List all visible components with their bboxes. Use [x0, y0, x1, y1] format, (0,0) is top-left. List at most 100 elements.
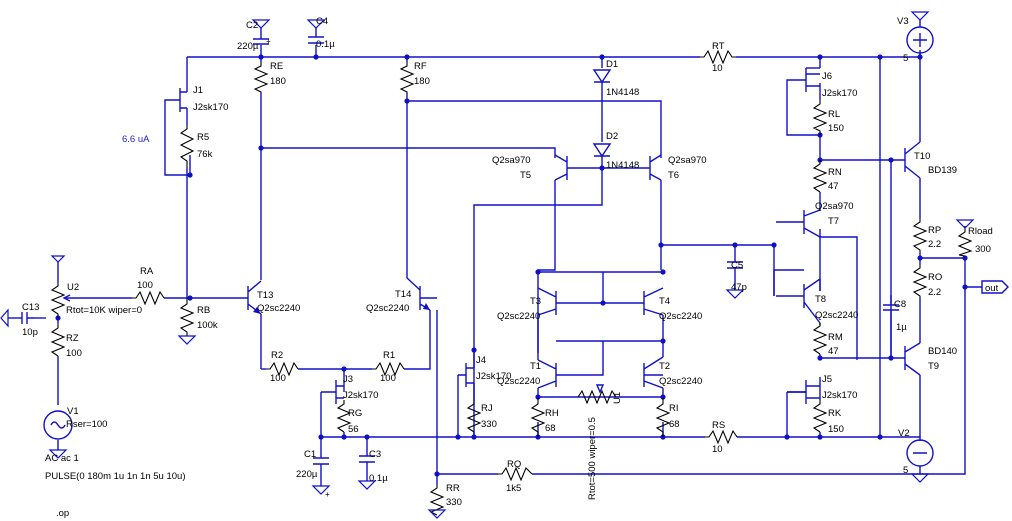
label-c8: C8	[894, 299, 906, 310]
resistor-ra	[132, 290, 165, 306]
label-c5-value: 47p	[731, 282, 747, 293]
resistor-rz	[50, 323, 66, 357]
label-c2-value: 220µ	[237, 41, 259, 52]
label-rs-value: 10	[712, 444, 723, 455]
label-t3-value: Q2sc2240	[497, 311, 540, 322]
label-rs: RS	[712, 420, 725, 431]
label-rf: RF	[414, 61, 427, 72]
voltage-source-v1	[43, 410, 73, 440]
label-c4-value: 0.1µ	[316, 39, 335, 50]
resistor-rg	[336, 400, 352, 433]
label-rj: RJ	[481, 403, 493, 414]
junctions	[55, 54, 968, 477]
resistor-rl	[812, 100, 828, 135]
label-c8-value: 1µ	[896, 322, 907, 333]
resistor-ri	[655, 398, 671, 437]
label-ro: RO	[928, 272, 942, 283]
label-v3-value: 5	[903, 53, 908, 64]
label-rm-value: 47	[828, 346, 839, 357]
label-rt: RT	[712, 41, 725, 52]
labels: C2 220µ C4 0.1µ J1 J2sk170 RE 180 RF 180…	[22, 16, 999, 519]
label-rr-value: 330	[446, 497, 462, 508]
label-c2: C2	[246, 20, 258, 31]
svg-text:+: +	[266, 37, 271, 46]
label-v2: V2	[898, 428, 910, 439]
label-j6: J6	[822, 71, 832, 82]
label-t9: T9	[928, 361, 939, 372]
label-rb: RB	[197, 305, 210, 316]
diodes	[592, 69, 612, 158]
label-j4: J4	[476, 355, 486, 366]
label-r2-value: 100	[270, 373, 286, 384]
label-t14: T14	[395, 289, 411, 300]
label-j3-value: J2sk170	[343, 390, 378, 401]
label-v2-value: 5	[903, 465, 908, 476]
label-rp: RP	[928, 225, 941, 236]
label-ac: AC ac 1	[45, 453, 79, 464]
resistor-rr	[429, 485, 445, 516]
label-c13: C13	[22, 302, 39, 313]
label-r2: R2	[271, 350, 283, 361]
label-current: 6.6 uA	[122, 134, 150, 145]
label-t6-value: Q2sa970	[668, 155, 707, 166]
label-rz-value: 100	[66, 348, 82, 359]
label-rn: RN	[828, 167, 842, 178]
label-rn-value: 47	[828, 181, 839, 192]
resistor-rf	[399, 62, 415, 93]
label-rt-value: 10	[712, 63, 723, 74]
label-ra-value: 100	[137, 280, 153, 291]
label-c13-value: 10p	[22, 327, 38, 338]
label-c4: C4	[316, 16, 328, 27]
label-ri: RI	[669, 403, 679, 414]
label-u2-value: Rtot=10K wiper=0	[66, 305, 142, 316]
label-d2-value: 1N4148	[606, 160, 639, 171]
label-rg: RG	[348, 408, 362, 419]
svg-text:+: +	[325, 490, 330, 499]
label-rr: RR	[446, 483, 460, 494]
label-t6: T6	[668, 170, 679, 181]
label-j3: J3	[343, 374, 353, 385]
label-re: RE	[270, 61, 283, 72]
resistor-rt	[700, 49, 736, 65]
label-t13-value: Q2sc2240	[257, 303, 300, 314]
label-t7-value: Q2sa970	[815, 201, 854, 212]
label-t1: T1	[530, 361, 541, 372]
label-v1: V1	[67, 406, 79, 417]
label-ri-value: 68	[669, 419, 680, 430]
resistor-re	[253, 62, 269, 93]
resistor-r1	[372, 361, 405, 377]
capacitors: + +	[21, 28, 899, 499]
label-rl-value: 150	[828, 123, 844, 134]
label-ro-value: 2.2	[928, 287, 941, 298]
label-rp-value: 2.2	[928, 239, 941, 250]
label-u2: U2	[67, 282, 79, 293]
label-t4: T4	[659, 296, 670, 307]
label-t9-value: BD140	[928, 346, 957, 357]
label-j1-value: J2sk170	[193, 102, 228, 113]
label-j1: J1	[193, 85, 203, 96]
transistors	[172, 68, 921, 404]
output-port[interactable]	[981, 280, 1009, 294]
label-u1: U1	[612, 392, 623, 404]
resistor-rb	[179, 298, 195, 336]
resistor-rload	[957, 228, 973, 257]
resistor-rm	[812, 323, 828, 355]
label-v1-value: Rser=100	[66, 419, 107, 430]
resistor-rp	[912, 218, 928, 253]
label-rh: RH	[545, 408, 559, 419]
resistor-r5	[179, 125, 195, 168]
grounds	[0, 11, 974, 519]
label-d2: D2	[606, 131, 618, 142]
label-t8: T8	[815, 294, 826, 305]
resistor-rh	[530, 398, 546, 437]
resistors	[50, 49, 973, 516]
potentiometer-u1	[577, 389, 617, 405]
potentiometer-u2	[50, 282, 66, 318]
label-r1-value: 100	[380, 373, 396, 384]
label-t5: T5	[520, 170, 531, 181]
resistor-rj	[466, 400, 482, 433]
resistor-rn	[812, 160, 828, 193]
label-c3-value: 0.1µ	[369, 473, 388, 484]
label-ra: RA	[140, 266, 154, 277]
